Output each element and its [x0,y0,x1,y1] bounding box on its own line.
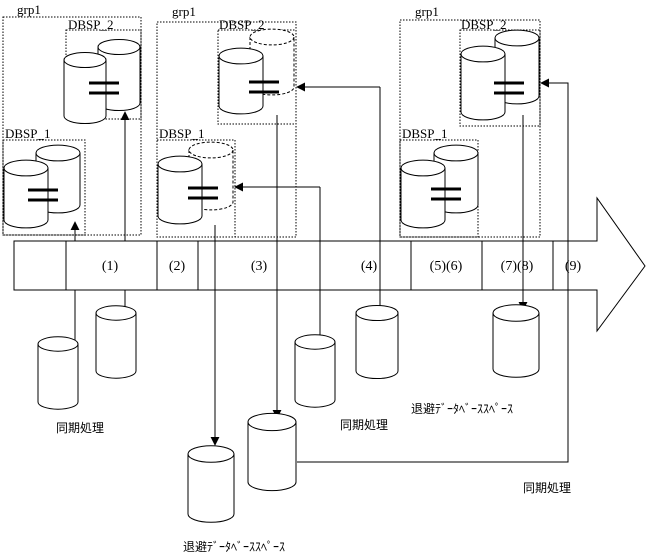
database-disk [95,305,137,379]
dbsp-2-label: DBSP_2 [461,17,507,32]
timeline-step-3: (3) [251,259,268,274]
dbsp-1-label: DBSP_1 [402,126,448,141]
database-disk [294,334,336,408]
evacuation-database-space [187,445,235,523]
group-box-3: grp1 DBSP_2 DBSP_1 [399,4,541,238]
timeline-step-2: (2) [169,259,186,274]
mirror-disk-secondary [494,29,540,105]
standalone-disks [37,304,540,523]
sync-caption: 同期処理 [340,418,388,432]
evac-space-caption: 退避ﾃﾞｰﾀﾍﾞｰｽｽﾍﾟｰｽ [411,402,513,416]
evacuation-database-space [492,304,540,378]
group-box-2: grp1 DBSP_2 DBSP_1 [156,4,297,238]
disk-pairs [3,28,540,229]
mirror-disk-primary [3,159,49,229]
timeline-step-5-6: (5)(6) [430,259,463,274]
timeline-step-1: (1) [102,259,119,274]
sync-caption: 同期処理 [56,421,104,435]
dbsp-2-label: DBSP_2 [219,17,265,32]
timeline-step-4: (4) [361,259,378,274]
database-disk [355,304,399,380]
evac-space-caption: 退避ﾃﾞｰﾀﾍﾞｰｽｽﾍﾟｰｽ [183,540,285,554]
sync-disk [247,412,297,492]
database-disk [37,336,79,410]
dbsp-2-label: DBSP_2 [68,17,114,32]
sync-caption: 同期処理 [523,481,571,495]
mirror-disk-primary [400,159,446,229]
dbsp-1-label: DBSP_1 [159,126,205,141]
connectors [70,78,569,463]
timeline-step-9: (9) [565,259,582,274]
mirror-disk-primary [460,45,506,121]
group-label: grp1 [415,4,439,19]
group-label: grp1 [172,4,196,19]
mirror-disk-primary [218,47,264,115]
timeline-step-7-8: (7)(8) [501,259,534,274]
dbsp-1-label: DBSP_1 [5,126,51,141]
arrow-sync-to-dbsp2 [297,78,569,463]
mirror-disk-primary [63,51,107,125]
group-label: grp1 [17,2,41,17]
mirror-disk-primary [157,155,203,225]
